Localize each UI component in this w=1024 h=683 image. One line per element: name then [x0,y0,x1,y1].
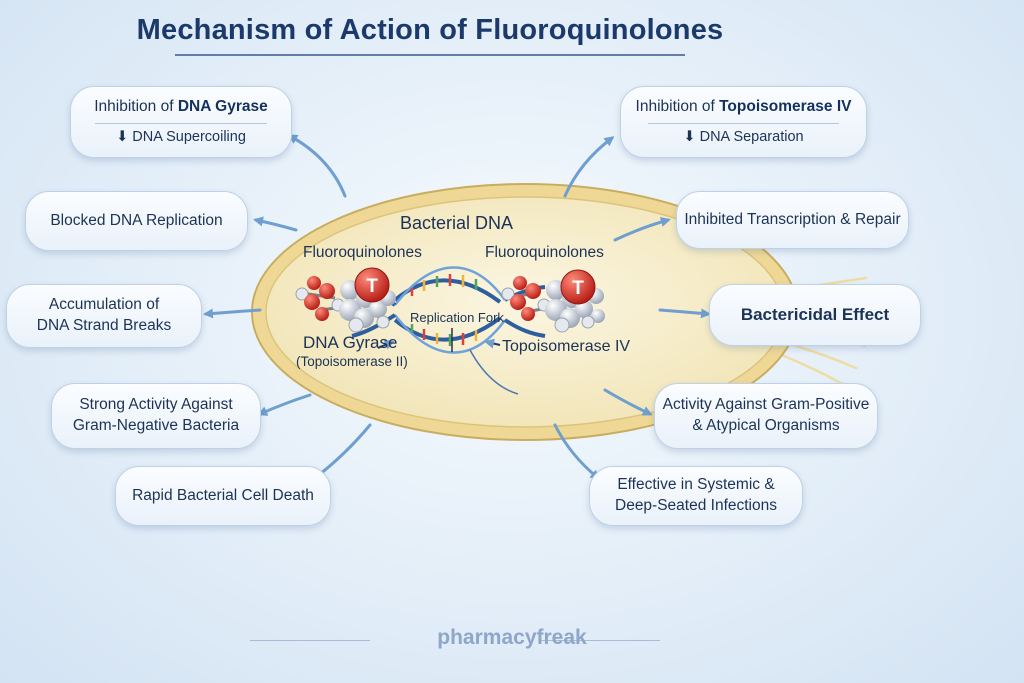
effect-box-accumulation-line1: Accumulation of [48,296,160,314]
replication-fork-label: Replication Fork [410,310,504,325]
effect-box-gram-positive: Activity Against Gram-Positive & Atypica… [654,383,878,449]
effect-box-systemic-line1: Effective in Systemic & [617,476,775,494]
drug-marker-label: T [366,276,378,297]
drug-marker-icon: T [354,267,390,303]
effect-box-topoisomerase: Inhibition of Topoisomerase IV ⬇ DNA Sep… [620,86,867,158]
molecule-icon [295,276,396,333]
effect-box-topoisomerase-sub: ⬇ DNA Separation [683,128,804,145]
drug-marker-label: T [572,278,584,299]
effect-box-gram-negative: Strong Activity Against Gram-Negative Ba… [51,383,261,449]
effect-box-dna-gyrase-strong: DNA Gyrase [177,97,268,115]
effect-box-systemic-line2: Deep-Seated Infections [615,497,777,514]
effect-box-dna-gyrase-prefix: Inhibition of [94,97,178,115]
effect-box-dna-gyrase-sub: ⬇ DNA Supercoiling [116,128,246,145]
effect-box-dna-gyrase: Inhibition of DNA Gyrase ⬇ DNA Supercoil… [70,86,292,158]
effect-box-accumulation-line2: DNA Strand Breaks [36,317,172,334]
arrow-icon [484,338,501,349]
effect-box-rapid-death-text: Rapid Bacterial Cell Death [132,486,314,504]
topoisomerase-iv-label: Topoisomerase IV [502,338,631,355]
effect-box-topoisomerase-prefix: Inhibition of [635,97,720,115]
effect-box-dna-gyrase-title: Inhibition of DNA Gyrase [94,97,267,118]
effect-box-blocked-replication-text: Blocked DNA Replication [50,211,223,229]
footer-line-right [540,640,660,641]
effect-box-blocked-replication: Blocked DNA Replication [25,191,248,251]
fluoroquinolones-right-label: Fluoroquinolones [485,244,604,261]
dna-gyrase-sub-label: (Topoisomerase II) [296,354,408,369]
effect-box-gram-negative-line1: Strong Activity Against [79,396,233,414]
effect-box-transcription-text: Inhibited Transcription & Repair [684,210,901,228]
arrow-icon [377,340,395,350]
title-underline [175,54,685,56]
arrow-icon [203,134,711,480]
effect-box-divider [647,122,840,124]
effect-box-rapid-death: Rapid Bacterial Cell Death [115,466,331,526]
fluoroquinolones-left-label: Fluoroquinolones [303,244,422,261]
effect-box-accumulation: Accumulation of DNA Strand Breaks [6,284,202,348]
dna-gyrase-label: DNA Gyrase [303,333,398,352]
effect-box-gram-positive-line1: Activity Against Gram-Positive [662,396,870,414]
drug-marker-icon: T [560,269,596,305]
effect-box-gram-positive-line2: & Atypical Organisms [692,417,840,434]
footer-line-left [250,640,370,641]
effect-box-gram-negative-line2: Gram-Negative Bacteria [72,417,240,434]
page-title: Mechanism of Action of Fluoroquinolones [136,14,724,46]
effect-box-bactericidal: Bactericidal Effect [709,284,921,346]
bacterial-dna-label: Bacterial DNA [400,213,514,233]
effect-box-systemic: Effective in Systemic & Deep-Seated Infe… [589,466,803,526]
effect-box-divider [95,122,267,124]
effect-box-topoisomerase-strong: Topoisomerase IV [719,97,852,115]
effect-box-bactericidal-text: Bactericidal Effect [740,304,890,324]
effect-box-transcription: Inhibited Transcription & Repair [676,191,909,249]
effect-box-topoisomerase-title: Inhibition of Topoisomerase IV [636,97,852,118]
footer-brand: pharmacyfreak [437,626,587,649]
